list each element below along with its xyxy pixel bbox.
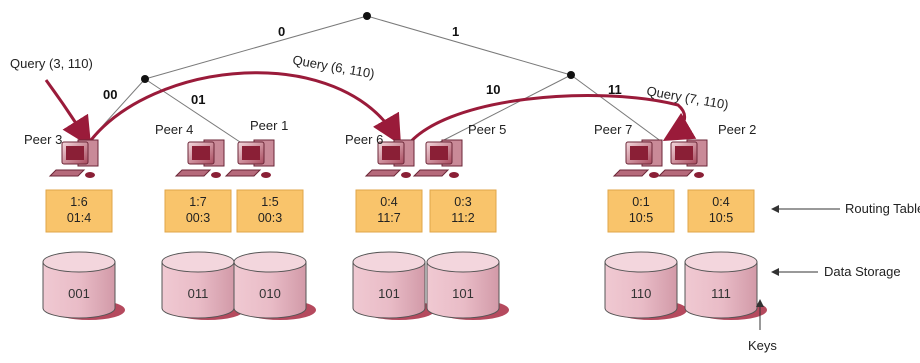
routing-entry: 00:3 bbox=[258, 211, 282, 225]
routing-entry: 0:4 bbox=[380, 195, 397, 209]
routing-entry: 01:4 bbox=[67, 211, 91, 225]
tree-edge-label: 01 bbox=[191, 92, 205, 107]
peer-peer-3: Peer 3 1:6 01:4 001 bbox=[24, 132, 125, 320]
peer-peer-6: Peer 6 0:4 11:7 101 bbox=[345, 132, 435, 320]
routing-entry: 1:6 bbox=[70, 195, 87, 209]
tree-edge-11-line bbox=[570, 74, 663, 143]
computer-icon bbox=[364, 139, 415, 178]
peer-peer-7: Peer 7 0:1 10:5 110 bbox=[594, 122, 687, 320]
data-storage-disk: 001 bbox=[42, 251, 125, 320]
query-arrow-3 bbox=[44, 79, 92, 148]
tree-edge-01-line bbox=[144, 78, 241, 143]
tree-edge-1-line bbox=[366, 15, 572, 76]
routing-table: 1:5 00:3 bbox=[236, 189, 304, 233]
tree-edge-label: 1 bbox=[452, 24, 459, 39]
routing-entry: 0:4 bbox=[712, 195, 729, 209]
routing-entry: 00:3 bbox=[186, 211, 210, 225]
storage-key: 001 bbox=[68, 286, 90, 301]
data-storage-disk: 101 bbox=[426, 251, 509, 320]
routing-entry: 1:7 bbox=[189, 195, 206, 209]
tree-edge-10-line bbox=[439, 74, 572, 143]
storage-key: 011 bbox=[188, 286, 209, 301]
routing-table: 0:3 11:2 bbox=[429, 189, 497, 233]
peer-name: Peer 2 bbox=[718, 122, 756, 137]
routing-entry: 11:7 bbox=[377, 211, 400, 225]
tree-edge-label: 11 bbox=[608, 82, 622, 97]
computer-icon bbox=[612, 139, 663, 178]
data-storage-disk: 011 bbox=[161, 251, 244, 320]
routing-entry: 1:5 bbox=[261, 195, 278, 209]
data-storage-disk: 101 bbox=[352, 251, 435, 320]
trie-tree: 0 1 00 01 10 11 bbox=[87, 12, 663, 143]
tree-edge-0-line bbox=[144, 15, 368, 80]
peer-peer-1: Peer 1 1:5 00:3 010 bbox=[224, 118, 316, 320]
data-storage-disk: 110 bbox=[604, 251, 687, 320]
peer-name: Peer 5 bbox=[468, 122, 506, 137]
peer-peer-5: Peer 5 0:3 11:2 101 bbox=[412, 122, 509, 320]
data-storage-disk: 111 bbox=[684, 251, 767, 320]
peer-peer-4: Peer 4 1:7 00:3 011 bbox=[155, 122, 244, 320]
routing-table-label: Routing Table bbox=[845, 201, 920, 216]
keys-label: Keys bbox=[748, 338, 777, 353]
storage-key: 101 bbox=[452, 286, 474, 301]
storage-key: 010 bbox=[259, 286, 281, 301]
data-storage-label: Data Storage bbox=[824, 264, 901, 279]
tree-node-1 bbox=[567, 71, 575, 79]
tree-edge-label: 0 bbox=[278, 24, 285, 39]
tree-edge-label: 10 bbox=[486, 82, 500, 97]
tree-root-node bbox=[363, 12, 371, 20]
data-storage-disk: 010 bbox=[233, 251, 316, 320]
legend: Routing Table Data Storage Keys bbox=[748, 201, 920, 353]
peers-layer: Peer 3 1:6 01:4 001 Peer 4 1:7 00:3 011 Peer 1 1:… bbox=[24, 118, 767, 320]
peer-name: Peer 3 bbox=[24, 132, 62, 147]
computer-icon bbox=[48, 139, 99, 178]
query-label: Query (7, 110) bbox=[645, 83, 729, 112]
query-label: Query (3, 110) bbox=[10, 56, 93, 71]
routing-entry: 11:2 bbox=[451, 211, 474, 225]
query-arrow-7 bbox=[402, 94, 697, 151]
computer-icon bbox=[657, 139, 708, 178]
peer-name: Peer 6 bbox=[345, 132, 383, 147]
computer-icon bbox=[174, 139, 225, 178]
routing-table: 0:1 10:5 bbox=[607, 189, 675, 233]
routing-entry: 0:3 bbox=[454, 195, 471, 209]
storage-key: 111 bbox=[711, 286, 731, 301]
computer-icon bbox=[224, 139, 275, 178]
routing-table: 1:6 01:4 bbox=[45, 189, 113, 233]
peer-name: Peer 1 bbox=[250, 118, 288, 133]
routing-entry: 0:1 bbox=[632, 195, 649, 209]
routing-table: 0:4 10:5 bbox=[687, 189, 755, 233]
peer-peer-2: Peer 2 0:4 10:5 111 bbox=[657, 122, 767, 320]
routing-table: 1:7 00:3 bbox=[164, 189, 232, 233]
routing-entry: 10:5 bbox=[709, 211, 733, 225]
tree-node-0 bbox=[141, 75, 149, 83]
tree-edge-label: 00 bbox=[103, 87, 117, 102]
query-arrow-6 bbox=[86, 71, 402, 146]
routing-table: 0:4 11:7 bbox=[355, 189, 423, 233]
peer-name: Peer 7 bbox=[594, 122, 632, 137]
routing-entry: 10:5 bbox=[629, 211, 653, 225]
query-routes: Query (3, 110) Query (6, 110) Query (7, … bbox=[10, 52, 730, 151]
computer-icon bbox=[412, 139, 463, 178]
peer-name: Peer 4 bbox=[155, 122, 193, 137]
storage-key: 101 bbox=[378, 286, 400, 301]
storage-key: 110 bbox=[631, 286, 652, 301]
